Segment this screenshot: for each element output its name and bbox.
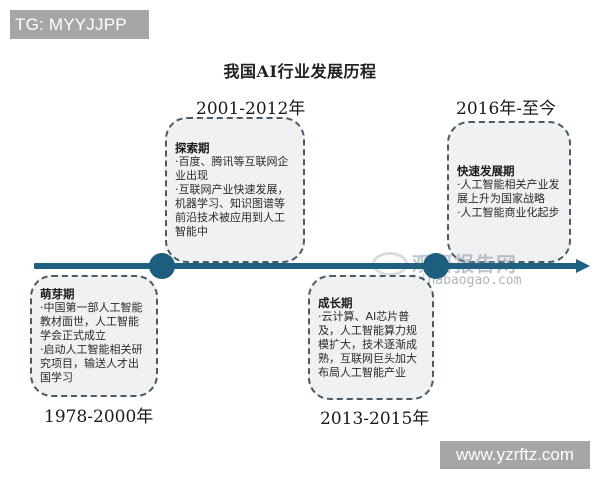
timeline-node-2 [423, 253, 449, 279]
period-label-2001-2012: 2001-2012年 [196, 99, 306, 119]
stage-phase-title: 快速发展期 [457, 164, 515, 178]
stage-item: ·人工智能商业化起步 [457, 206, 560, 219]
period-label-2013-2015: 2013-2015年 [320, 409, 430, 429]
stage-item: ·互联网产业快速发展，机器学习、知识图谱等前沿技术被应用到人工智能中 [175, 183, 289, 238]
stage-item: ·云计算、AI芯片普及，人工智能算力规模扩大，技术逐渐成熟，互联网巨头加大布局人… [318, 309, 417, 379]
bottom-overlay-tag: www.yzrftz.com [440, 441, 590, 469]
stage-box-rapid-development: 快速发展期 ·人工智能相关产业发展上升为国家战略 ·人工智能商业化起步 [447, 121, 571, 263]
stage-box-exploration: 探索期 ·百度、腾讯等互联网企业出现 ·互联网产业快速发展，机器学习、知识图谱等… [165, 117, 305, 263]
timeline-arrow-icon [576, 259, 590, 273]
timeline-axis [34, 263, 580, 269]
stage-box-germination: 萌芽期 ·中国第一部人工智能教材面世，人工智能学会正式成立 ·启动人工智能相关研… [30, 275, 158, 397]
top-overlay-tag: TG: MYYJJPP [10, 10, 149, 39]
stage-phase-title: 成长期 [318, 295, 353, 310]
stage-item: ·启动人工智能相关研究项目，输送人才出国学习 [40, 343, 143, 384]
stage-phase-title: 探索期 [175, 141, 210, 155]
stage-phase-title: 萌芽期 [40, 287, 75, 301]
stage-box-growth: 成长期 ·云计算、AI芯片普及，人工智能算力规模扩大，技术逐渐成熟，互联网巨头加… [308, 275, 434, 400]
diagram-title: 我国AI行业发展历程 [223, 62, 377, 81]
timeline-node-1 [149, 253, 175, 279]
period-label-1978-2000: 1978-2000年 [44, 407, 154, 427]
stage-item: ·人工智能相关产业发展上升为国家战略 [457, 178, 560, 205]
stage-item: ·中国第一部人工智能教材面世，人工智能学会正式成立 [40, 301, 143, 342]
period-label-2016-now: 2016年-至今 [456, 99, 557, 119]
stage-item: ·百度、腾讯等互联网企业出现 [175, 155, 289, 182]
